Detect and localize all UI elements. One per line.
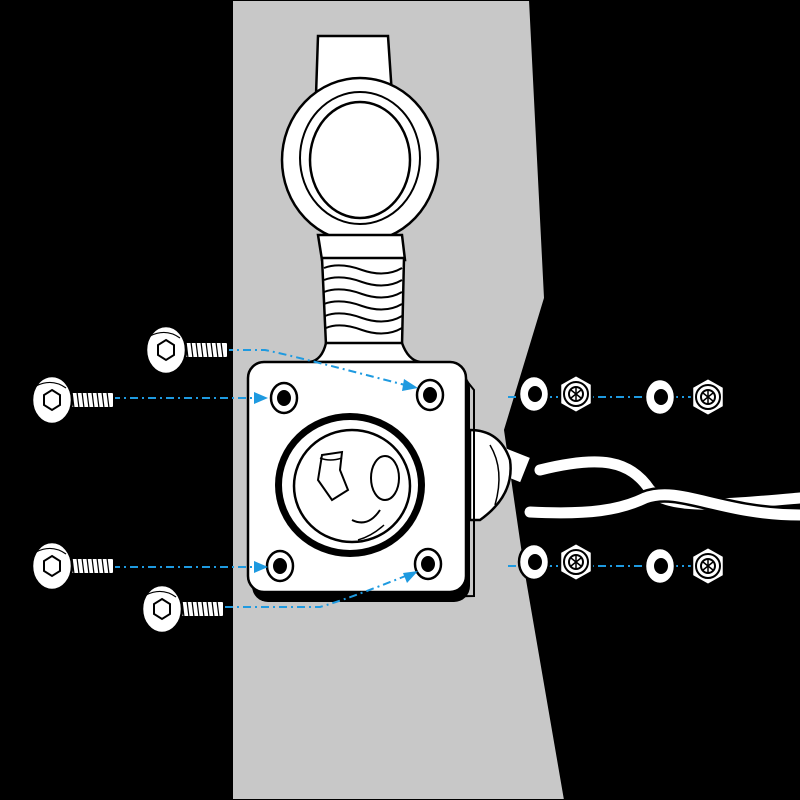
socket-icon xyxy=(275,413,425,557)
flat-washer-icon xyxy=(643,546,677,586)
guide-arrowheads xyxy=(254,379,418,583)
flat-washer-icon xyxy=(517,374,551,414)
socket-rear-body xyxy=(468,428,512,522)
flat-washer-icon xyxy=(643,377,677,417)
guide-line-screw-4 xyxy=(225,574,409,608)
mounting-hole-bottom-right xyxy=(413,547,443,581)
dust-cap-icon xyxy=(280,34,440,364)
guide-line-screw-1 xyxy=(225,349,406,386)
mounting-hole-top-left xyxy=(269,381,299,415)
flat-washer-icon xyxy=(517,542,551,582)
lock-nut-icon xyxy=(690,376,726,418)
lock-nut-icon xyxy=(690,545,726,587)
mounting-hole-top-right xyxy=(415,378,445,412)
guide-lines xyxy=(112,349,720,608)
lock-nut-icon xyxy=(558,373,594,415)
mounting-hole-bottom-left xyxy=(265,549,295,583)
lock-nut-icon xyxy=(558,541,594,583)
